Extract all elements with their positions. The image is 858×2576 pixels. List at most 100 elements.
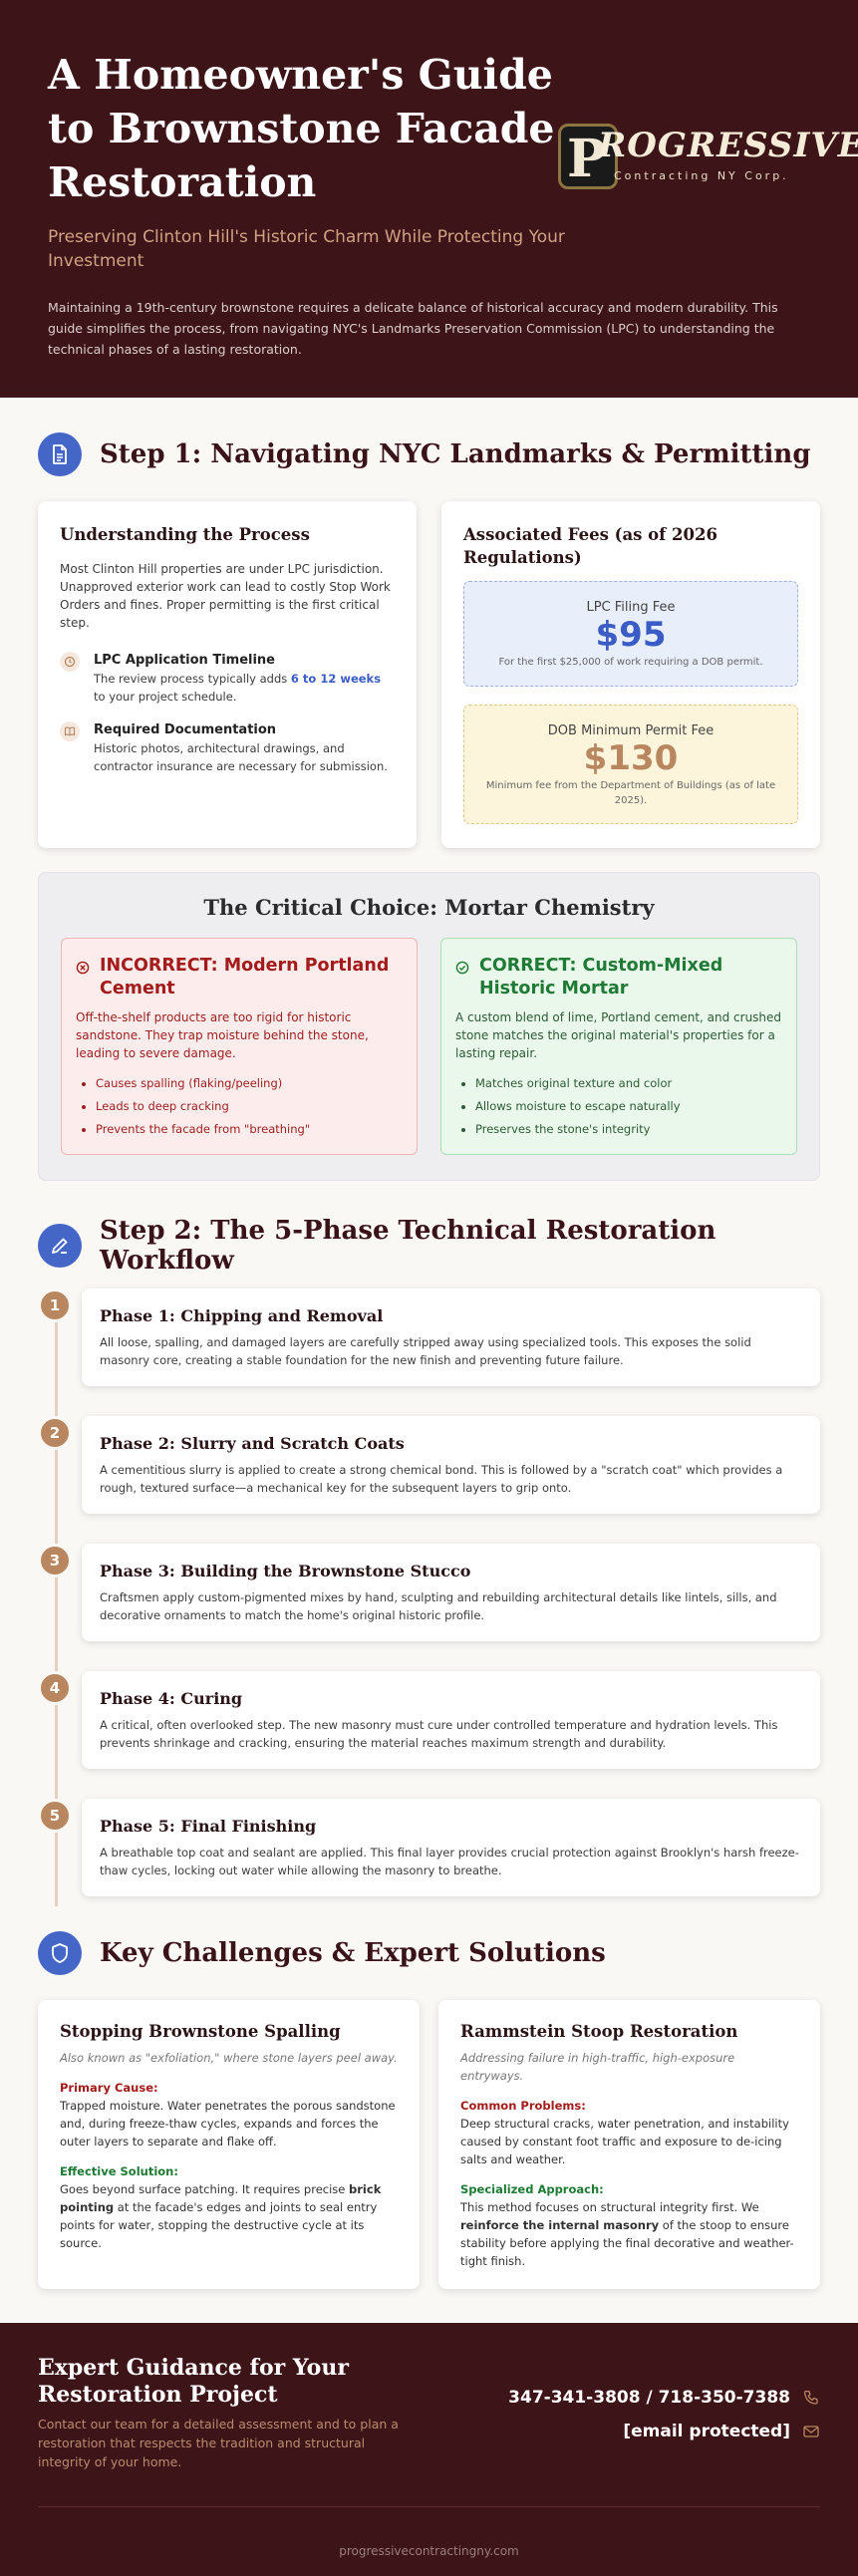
stoop-card: Rammstein Stoop Restoration Addressing f…: [438, 2000, 820, 2289]
list-item: Matches original texture and color: [475, 1072, 782, 1095]
challenges-title: Key Challenges & Expert Solutions: [100, 1938, 606, 1968]
phase-title: Phase 5: Final Finishing: [100, 1817, 317, 1836]
check-circle-icon: [455, 961, 469, 975]
phase-card: Phase 2: Slurry and Scratch Coats A ceme…: [82, 1416, 820, 1514]
step2-heading: Step 2: The 5-Phase Technical Restoratio…: [38, 1216, 820, 1276]
step1-heading: Step 1: Navigating NYC Landmarks & Permi…: [38, 431, 820, 477]
phone-icon: [803, 2390, 818, 2405]
lpc-fee-amount: $95: [595, 615, 667, 655]
phase-number: 1: [38, 1288, 72, 1322]
phase-text: A breathable top coat and sealant are ap…: [100, 1846, 799, 1877]
phase-card: Phase 1: Chipping and Removal All loose,…: [82, 1288, 820, 1386]
documentation-item: Required Documentation Historic photos, …: [60, 721, 395, 775]
spalling-subtitle: Also known as "exfoliation," where stone…: [60, 2051, 398, 2065]
lpc-fee-box: LPC Filing Fee $95 For the first $25,000…: [463, 581, 798, 687]
phase-number: 2: [38, 1416, 72, 1450]
phase-card: Phase 5: Final Finishing A breathable to…: [82, 1799, 820, 1896]
problem-text: Deep structural cracks, water penetratio…: [460, 2117, 789, 2166]
lpc-timeline-text: The review process typically adds 6 to 1…: [94, 672, 382, 704]
clock-icon: [60, 652, 80, 672]
incorrect-title: INCORRECT: Modern Portland Cement: [100, 956, 390, 999]
correct-title: CORRECT: Custom-Mixed Historic Mortar: [479, 956, 723, 999]
dob-fee-box: DOB Minimum Permit Fee $130 Minimum fee …: [463, 705, 798, 824]
process-title: Understanding the Process: [60, 525, 310, 544]
correct-body: A custom blend of lime, Portland cement,…: [455, 1010, 782, 1060]
phase-item: 1 Phase 1: Chipping and Removal All loos…: [38, 1288, 820, 1386]
solution-label: Effective Solution:: [60, 2164, 178, 2178]
stoop-subtitle: Addressing failure in high-traffic, high…: [460, 2051, 735, 2083]
footer-divider: [38, 2506, 820, 2507]
contact-block: 347-341-3808 / 718-350-7388 [email prote…: [508, 2381, 820, 2448]
intro-text: Maintaining a 19th-century brownstone re…: [48, 300, 778, 357]
mail-icon: [803, 2426, 819, 2437]
phase-title: Phase 2: Slurry and Scratch Coats: [100, 1434, 405, 1453]
lpc-fee-label: LPC Filing Fee: [586, 600, 676, 615]
phase-timeline: 1 Phase 1: Chipping and Removal All loos…: [38, 1288, 820, 1906]
approach-text: This method focuses on structural integr…: [460, 2200, 794, 2268]
footer-title: Expert Guidance for Your Restoration Pro…: [38, 2355, 349, 2408]
mortar-title: The Critical Choice: Mortar Chemistry: [203, 895, 655, 920]
phase-text: A critical, often overlooked step. The n…: [100, 1718, 778, 1750]
documentation-title: Required Documentation: [94, 722, 277, 737]
mortar-section: The Critical Choice: Mortar Chemistry IN…: [38, 872, 820, 1181]
step2-title: Step 2: The 5-Phase Technical Restoratio…: [100, 1216, 716, 1276]
phase-item: 2 Phase 2: Slurry and Scratch Coats A ce…: [38, 1416, 820, 1514]
correct-mortar-box: CORRECT: Custom-Mixed Historic Mortar A …: [440, 938, 797, 1155]
footer: Expert Guidance for Your Restoration Pro…: [0, 2323, 858, 2576]
incorrect-mortar-box: INCORRECT: Modern Portland Cement Off-th…: [61, 938, 418, 1155]
dob-fee-label: DOB Minimum Permit Fee: [547, 723, 715, 738]
phase-number: 4: [38, 1671, 72, 1705]
book-icon: [60, 721, 80, 741]
problem-label: Common Problems:: [460, 2099, 586, 2113]
lpc-timeline-item: LPC Application Timeline The review proc…: [60, 652, 395, 706]
spalling-card: Stopping Brownstone Spalling Also known …: [38, 2000, 420, 2289]
timeline-line: [55, 1308, 58, 1906]
shield-icon: [38, 1931, 82, 1975]
list-item: Preserves the stone's integrity: [475, 1118, 782, 1141]
cause-text: Trapped moisture. Water penetrates the p…: [60, 2099, 396, 2148]
step1-section: Step 1: Navigating NYC Landmarks & Permi…: [0, 398, 858, 1181]
phase-number: 3: [38, 1544, 72, 1577]
page-title: A Homeowner's Guide to Brownstone Facade…: [48, 51, 555, 206]
challenges-heading: Key Challenges & Expert Solutions: [38, 1930, 820, 1976]
phase-item: 4 Phase 4: Curing A critical, often over…: [38, 1671, 820, 1769]
phase-item: 5 Phase 5: Final Finishing A breathable …: [38, 1799, 820, 1896]
phase-text: Craftsmen apply custom-pigmented mixes b…: [100, 1590, 777, 1622]
step2-section: Step 2: The 5-Phase Technical Restoratio…: [0, 1181, 858, 1906]
spalling-title: Stopping Brownstone Spalling: [60, 2022, 341, 2041]
logo-wordmark: ROGRESSIVE: [598, 126, 858, 165]
list-item: Leads to deep cracking: [96, 1095, 403, 1118]
phase-number: 5: [38, 1799, 72, 1833]
logo-emblem: P: [558, 124, 618, 189]
lpc-timeline-title: LPC Application Timeline: [94, 653, 275, 668]
process-card: Understanding the Process Most Clinton H…: [38, 501, 417, 848]
phone-link[interactable]: 347-341-3808 / 718-350-7388: [508, 2381, 820, 2415]
logo-tagline: Contracting NY Corp.: [614, 169, 789, 182]
cause-label: Primary Cause:: [60, 2081, 158, 2095]
fees-card: Associated Fees (as of 2026 Regulations)…: [441, 501, 820, 848]
dob-fee-note: Minimum fee from the Department of Build…: [485, 780, 776, 806]
phase-title: Phase 4: Curing: [100, 1689, 243, 1708]
website-link[interactable]: progressivecontractingny.com: [339, 2544, 519, 2558]
fees-title: Associated Fees (as of 2026 Regulations): [463, 525, 717, 567]
phase-item: 3 Phase 3: Building the Brownstone Stucc…: [38, 1544, 820, 1641]
company-logo: P ROGRESSIVE Contracting NY Corp.: [558, 118, 858, 197]
pen-icon: [38, 1224, 82, 1268]
dob-fee-amount: $130: [583, 738, 679, 778]
solution-text: Goes beyond surface patching. It require…: [60, 2182, 382, 2250]
timeline-highlight: 6 to 12 weeks: [290, 672, 382, 686]
list-item: Allows moisture to escape naturally: [475, 1095, 782, 1118]
phase-card: Phase 3: Building the Brownstone Stucco …: [82, 1544, 820, 1641]
challenges-section: Key Challenges & Expert Solutions Stoppi…: [0, 1896, 858, 2289]
email-link[interactable]: [email protected]: [508, 2415, 820, 2448]
footer-subtitle: Contact our team for a detailed assessme…: [38, 2417, 399, 2469]
approach-label: Specialized Approach:: [460, 2182, 604, 2196]
phase-text: All loose, spalling, and damaged layers …: [100, 1335, 751, 1367]
step1-title: Step 1: Navigating NYC Landmarks & Permi…: [100, 439, 811, 469]
hero-header: A Homeowner's Guide to Brownstone Facade…: [0, 0, 858, 398]
list-item: Prevents the facade from "breathing": [96, 1118, 403, 1141]
lpc-fee-note: For the first $25,000 of work requiring …: [498, 657, 763, 668]
document-icon: [38, 432, 82, 476]
phase-title: Phase 3: Building the Brownstone Stucco: [100, 1562, 471, 1580]
phase-title: Phase 1: Chipping and Removal: [100, 1306, 384, 1325]
